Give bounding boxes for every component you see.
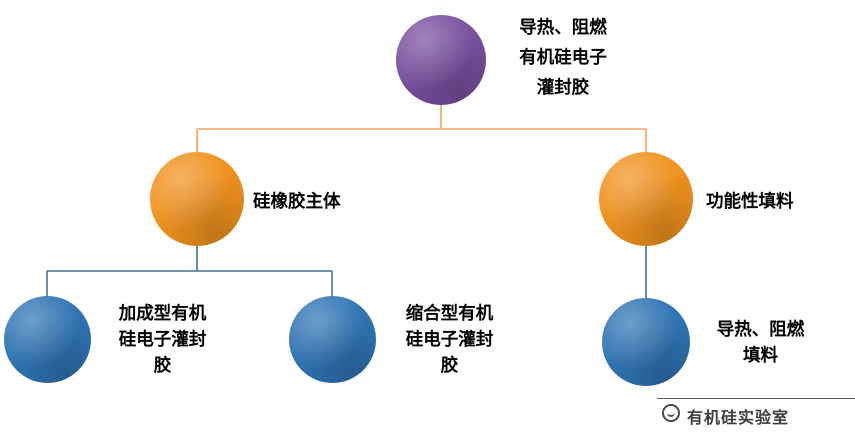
branch-node-circle-silicone-rubber	[150, 152, 244, 246]
root-node-label: 导热、阻燃 有机硅电子 灌封胶	[519, 17, 607, 97]
leaf-node-circle-condensation-type	[289, 296, 376, 383]
branch-node-label-silicone-rubber: 硅橡胶主体	[253, 191, 341, 211]
leaf-node-label-thermal-filler: 导热、阻燃 填料	[716, 319, 805, 365]
leaf-node-circle-thermal-filler	[602, 298, 690, 386]
root-node-circle	[396, 15, 486, 105]
branch-node-label-functional-filler: 功能性填料	[706, 191, 794, 211]
watermark-divider	[657, 398, 855, 399]
branch-node-circle-functional-filler	[599, 152, 693, 246]
bottom-connector-group	[46, 245, 647, 299]
watermark-logo-icon	[662, 404, 680, 422]
leaf-node-label-addition-type: 加成型有机 硅电子灌封 胶	[118, 303, 207, 375]
top-connector-group	[196, 104, 647, 154]
leaf-node-label-condensation-type: 缩合型有机 硅电子灌封 胶	[405, 303, 494, 375]
watermark-text: 有机硅实验室	[687, 410, 790, 427]
leaf-node-circle-addition-type	[4, 296, 91, 383]
